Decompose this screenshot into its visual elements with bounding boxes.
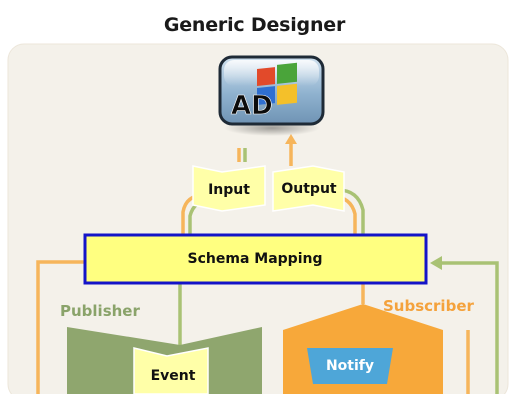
output-arrow-up	[285, 134, 297, 144]
subscriber-label: Subscriber	[383, 297, 474, 315]
publisher-label: Publisher	[60, 302, 140, 320]
subscriber-arrow-left	[430, 256, 442, 270]
subscriber-loop-green	[440, 261, 499, 394]
notify-tag: Notify	[307, 348, 393, 384]
notify-label: Notify	[326, 358, 374, 374]
event-callout: Event	[133, 347, 209, 394]
windows-flag-icon	[257, 62, 297, 106]
logo-text: AD	[231, 91, 273, 121]
event-label: Event	[151, 368, 196, 384]
background-panel	[7, 43, 509, 394]
output-label: Output	[281, 181, 337, 197]
input-callout: Input	[192, 165, 266, 212]
schema-mapping-label: Schema Mapping	[188, 251, 323, 267]
publisher-loop-orange	[36, 260, 85, 394]
diagram-title: Generic Designer	[163, 14, 346, 36]
output-callout: Output	[272, 165, 345, 212]
input-label: Input	[208, 182, 250, 198]
schema-mapping-box: Schema Mapping	[83, 233, 428, 285]
ad-logo: AD	[218, 55, 325, 136]
